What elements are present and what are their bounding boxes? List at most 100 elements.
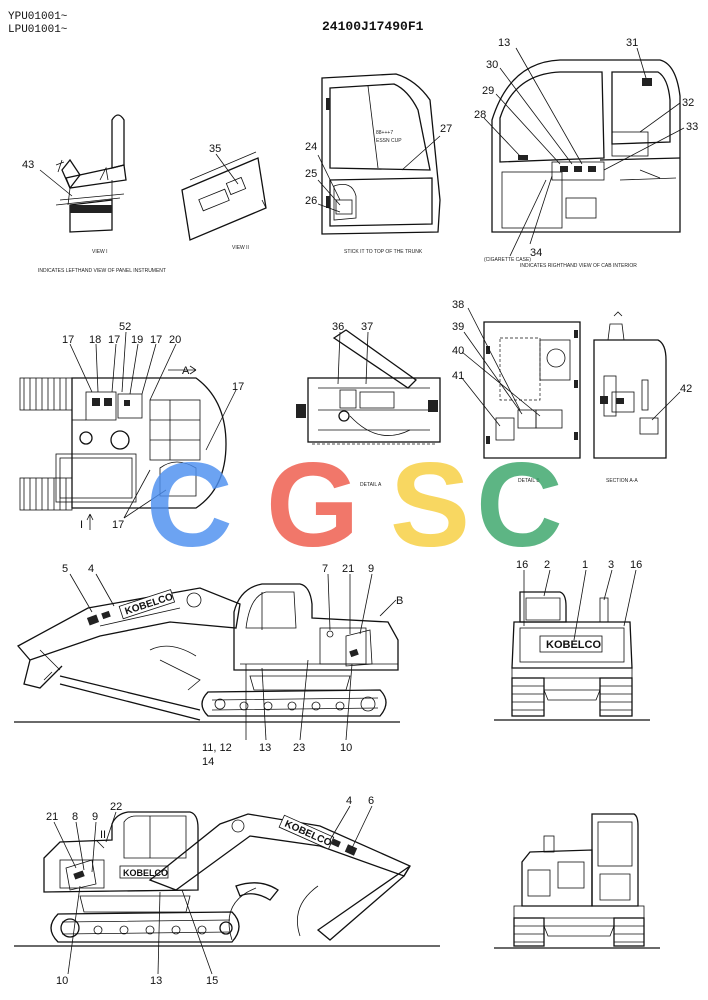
door-decal-text-1: 88+++7 <box>376 130 393 136</box>
door-decal-lower <box>335 199 353 215</box>
serial-range-lpu: LPU01001~ <box>8 24 68 36</box>
callout-42: 42 <box>680 383 692 395</box>
top-engine-block <box>85 391 117 421</box>
callout-26: 26 <box>305 195 317 207</box>
callout-21: 21 <box>342 563 354 575</box>
callout-19: 19 <box>131 334 143 346</box>
callout-40: 40 <box>452 345 464 357</box>
callout-8: 8 <box>72 811 78 823</box>
front-view <box>494 813 660 949</box>
side-right-track <box>50 911 240 943</box>
callout-38: 38 <box>452 299 464 311</box>
door-decal-text-2: ESSN CUP <box>376 138 402 144</box>
side-view-left: KOBELCO 5 4 7 21 <box>14 563 403 768</box>
callout-17-e: 17 <box>112 519 124 531</box>
rear-logo: KOBELCO <box>539 635 603 653</box>
side-view-right: KOBELCO KOBELCO <box>14 795 440 987</box>
top-track-upper <box>19 377 73 411</box>
callout-23: 23 <box>293 742 305 754</box>
callout-9: 9 <box>368 563 374 575</box>
callout-34: 34 <box>530 247 542 259</box>
cab-left-panel <box>501 171 563 229</box>
detail-a-frame <box>307 377 441 443</box>
caption-door-note: STICK IT TO TOP OF THE TRUNK <box>344 249 423 255</box>
cab-console <box>565 197 597 219</box>
callout-17-a: 17 <box>62 334 74 346</box>
callout-1: 1 <box>582 559 588 571</box>
watermark-letter-s: S <box>390 438 470 572</box>
top-cab-outline <box>55 453 137 503</box>
detail-b-decal-41 <box>495 417 515 441</box>
side-right-marker-ii: II <box>100 829 106 841</box>
callout-9-right: 9 <box>92 811 98 823</box>
rear-view: KOBELCO 16 2 1 3 16 <box>494 559 650 721</box>
side-left-marker-b: B <box>396 595 403 607</box>
callout-7: 7 <box>322 563 328 575</box>
rear-track-right <box>599 677 633 717</box>
callout-36: 36 <box>332 321 344 333</box>
cgsc-watermark: C G S C <box>146 438 563 572</box>
callout-10-right: 10 <box>56 975 68 987</box>
top-track-lower <box>19 477 73 511</box>
cab-interior-view: 13 31 30 29 28 32 33 34 (CIGARETTE CASE)… <box>474 37 698 269</box>
callout-28: 28 <box>474 109 486 121</box>
callout-41: 41 <box>452 370 464 382</box>
side-left-boom <box>16 587 241 661</box>
side-left-upper-body <box>233 583 399 671</box>
caption-detail-a: DETAIL A <box>360 482 382 488</box>
side-left-track <box>201 689 387 717</box>
callout-35: 35 <box>209 143 221 155</box>
callout-43: 43 <box>22 159 34 171</box>
callout-37: 37 <box>361 321 373 333</box>
watermark-letter-c1: C <box>146 438 233 572</box>
watermark-letter-g: G <box>266 438 359 572</box>
callout-4: 4 <box>88 563 94 575</box>
panel-switch-left <box>198 188 230 212</box>
serial-range-ypu: YPU01001~ <box>8 11 68 23</box>
callout-2: 2 <box>544 559 550 571</box>
seat-view: 43 VIEW I INDICATES LEFTHAND VIEW OF PAN… <box>22 114 166 274</box>
panel-view-ii: 35 VIEW II <box>181 143 267 251</box>
section-aa-decal-42 <box>639 417 659 435</box>
callout-31: 31 <box>626 37 638 49</box>
callout-15: 15 <box>206 975 218 987</box>
callout-27: 27 <box>440 123 452 135</box>
caption-section-aa: SECTION A-A <box>606 478 638 484</box>
front-track-left <box>513 917 545 947</box>
callout-22: 22 <box>110 801 122 813</box>
panel-switch-right <box>225 176 247 196</box>
top-view-marker-a: A <box>182 365 190 377</box>
front-track-right <box>613 917 645 947</box>
rear-track-left <box>511 677 545 717</box>
side-right-logo-body-text: KOBELCO <box>123 868 168 878</box>
callout-32: 32 <box>682 97 694 109</box>
caption-view-i-note: INDICATES LEFTHAND VIEW OF PANEL INSTRUM… <box>38 268 166 274</box>
caption-view-i: VIEW I <box>92 249 108 255</box>
callout-25: 25 <box>305 168 317 180</box>
callout-13-right: 13 <box>150 975 162 987</box>
detail-b-decal-40 <box>535 409 563 429</box>
caption-cigarette-case: (CIGARETTE CASE) <box>484 257 531 263</box>
rear-logo-text: KOBELCO <box>546 639 601 651</box>
callout-17-d: 17 <box>232 381 244 393</box>
caption-detail-b: DETAIL B <box>518 478 540 484</box>
callout-14: 14 <box>202 756 214 768</box>
side-left-logo: KOBELCO <box>118 589 176 620</box>
callout-6: 6 <box>368 795 374 807</box>
callout-5: 5 <box>62 563 68 575</box>
seat-base-pad <box>70 205 112 213</box>
top-view: A 17 18 17 52 19 17 20 17 17 I <box>19 321 244 531</box>
callout-24: 24 <box>305 141 317 153</box>
callout-3: 3 <box>608 559 614 571</box>
top-view-marker-i: I <box>80 519 83 531</box>
callout-52: 52 <box>119 321 131 333</box>
callout-17-c: 17 <box>150 334 162 346</box>
callout-13-cab: 13 <box>498 37 510 49</box>
caption-cab-note: INDICATES RIGHTHAND VIEW OF CAB INTERIOR <box>520 263 637 269</box>
callout-10-left: 10 <box>340 742 352 754</box>
callout-11-12: 11, 12 <box>202 742 232 754</box>
front-cab <box>591 813 639 907</box>
callout-30: 30 <box>486 59 498 71</box>
